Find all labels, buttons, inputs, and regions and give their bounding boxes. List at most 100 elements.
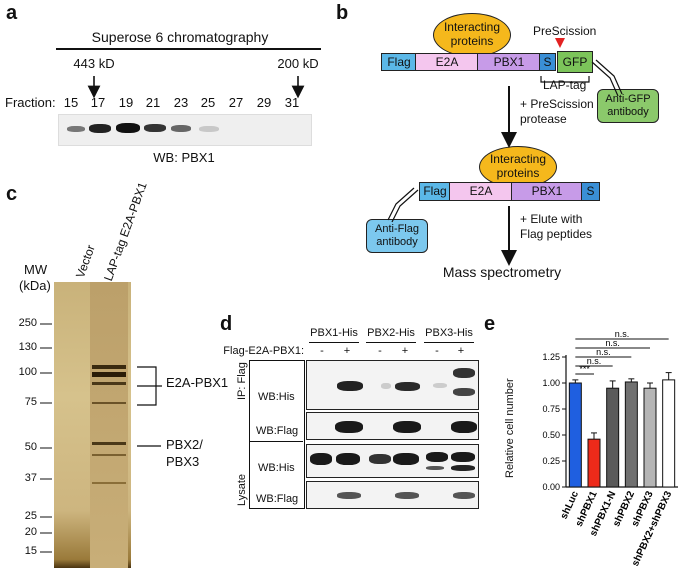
- significance-label: n.s.: [596, 347, 611, 357]
- anti-gfp-line1: Anti-GFP: [605, 93, 651, 105]
- mw-15: 15: [24, 545, 37, 557]
- sign-6: +: [457, 345, 465, 357]
- row-ip-his: WB:His: [258, 391, 295, 403]
- blot-ip-his: [306, 360, 479, 410]
- panel-label-b: b: [336, 2, 349, 24]
- significance-label: n.s.: [615, 329, 630, 339]
- significance-label: n.s.: [587, 356, 602, 366]
- interacting-proteins-oval-bottom: Interacting proteins: [479, 146, 557, 188]
- row-ip-flag: WB:Flag: [256, 425, 299, 437]
- tag-s-bottom: S: [581, 182, 600, 201]
- anti-flag-line2: antibody: [376, 236, 418, 248]
- bar-shPBX1-N: [606, 387, 620, 488]
- chromatography-title: Superose 6 chromatography: [91, 29, 269, 45]
- panel-label-a: a: [6, 2, 18, 24]
- oval-bottom-line2: proteins: [496, 166, 540, 180]
- mw-25: 25: [24, 510, 37, 522]
- mw-130: 130: [18, 341, 37, 353]
- fraction-21: 21: [145, 95, 161, 110]
- bar-shLuc: [568, 382, 582, 488]
- blot-ip-flag: [306, 412, 479, 440]
- fraction-15: 15: [63, 95, 79, 110]
- bar-chart: 0.000.250.500.751.001.25shLucshPBX1shPBX…: [542, 329, 678, 568]
- bar-shPBX3: [643, 387, 657, 488]
- row-label-frame: [249, 360, 305, 509]
- bar-shPBX2+shPBX3: [662, 379, 676, 488]
- mw-label: MW: [24, 262, 48, 277]
- oval-bottom-line1: Interacting: [489, 152, 547, 166]
- title-rule: [56, 48, 321, 50]
- marker-443kd: 443 kD: [73, 56, 115, 71]
- e2a-pbx1-bracket: [137, 366, 162, 406]
- step2-line1: + Elute with: [520, 212, 583, 226]
- mw-250: 250: [18, 317, 37, 329]
- step2-line2: Flag peptides: [520, 227, 593, 241]
- col-rule-1: [309, 342, 359, 343]
- row-lys-flag: WB:Flag: [256, 493, 299, 505]
- flag-e2a-pbx1-label: Flag-E2A-PBX1:: [223, 345, 304, 357]
- fraction-17: 17: [90, 95, 106, 110]
- panel-label-e: e: [484, 313, 496, 335]
- fraction-19: 19: [118, 95, 134, 110]
- anti-flag-line1: Anti-Flag: [374, 223, 420, 235]
- prescission-label: PreScission: [533, 24, 597, 38]
- mass-spec-label: Mass spectrometry: [442, 264, 562, 280]
- silver-stain-gel: [54, 282, 131, 568]
- mw-100: 100: [18, 366, 37, 378]
- prescission-arrow-icon: [555, 38, 565, 48]
- y-tick-label: 0.50: [542, 430, 560, 440]
- sign-2: +: [343, 345, 351, 357]
- anti-gfp-antibody-icon: [591, 59, 623, 97]
- bar-shPBX2: [624, 381, 638, 488]
- step1-line1: + PreScission: [520, 97, 594, 111]
- col-pbx2-his: PBX2-His: [367, 327, 415, 339]
- pbx1-blot: [58, 114, 312, 146]
- fraction-31: 31: [284, 95, 300, 110]
- wb-pbx1-label: WB: PBX1: [153, 150, 215, 165]
- row-label-divider: [249, 441, 303, 442]
- anti-gfp-line2: antibody: [607, 106, 649, 118]
- sign-5: -: [435, 345, 439, 357]
- y-tick-label: 0.00: [542, 482, 560, 492]
- anti-flag-antibody-icon: [387, 187, 419, 223]
- panel-label-c: c: [6, 183, 18, 205]
- col-rule-2: [366, 342, 416, 343]
- anti-gfp-antibody-box: Anti-GFP antibody: [597, 89, 659, 123]
- blot-lys-flag: [306, 481, 479, 509]
- y-tick-label: 0.25: [542, 456, 560, 466]
- col-rule-3: [424, 342, 474, 343]
- mw-50: 50: [24, 441, 37, 453]
- significance-label: ***: [579, 364, 590, 374]
- kda-label: (kDa): [19, 278, 51, 293]
- tag-s-top: S: [539, 53, 556, 71]
- fraction-27: 27: [228, 95, 244, 110]
- sign-4: +: [401, 345, 409, 357]
- mw-37: 37: [24, 472, 37, 484]
- pbx23-annotation-line2: PBX3: [166, 454, 200, 469]
- lap-tag-bracket: [540, 76, 590, 83]
- oval-top-line1: Interacting: [443, 20, 501, 34]
- y-tick-label: 0.75: [542, 404, 560, 414]
- col-pbx3-his: PBX3-His: [425, 327, 473, 339]
- row-lys-his: WB:His: [258, 462, 295, 474]
- mw-75: 75: [24, 396, 37, 408]
- interacting-proteins-oval-top: Interacting proteins: [433, 13, 511, 57]
- fraction-label: Fraction:: [5, 95, 56, 110]
- fraction-29: 29: [256, 95, 272, 110]
- anti-flag-antibody-box: Anti-Flag antibody: [366, 219, 428, 253]
- fraction-23: 23: [173, 95, 189, 110]
- blot-lys-his: [306, 444, 479, 478]
- tag-e2a-bottom: E2A: [449, 182, 513, 201]
- significance-label: n.s.: [605, 338, 620, 348]
- pbx23-annotation-line1: PBX2/: [166, 437, 203, 452]
- marker-200kd: 200 kD: [277, 56, 319, 71]
- sign-3: -: [378, 345, 382, 357]
- oval-top-line2: proteins: [450, 34, 494, 48]
- e2a-pbx1-annotation: E2A-PBX1: [166, 375, 229, 390]
- col-pbx1-his: PBX1-His: [310, 327, 358, 339]
- y-tick-label: 1.00: [542, 378, 560, 388]
- fraction-25: 25: [200, 95, 216, 110]
- y-tick-label: 1.25: [542, 352, 560, 362]
- panel-label-d: d: [220, 313, 233, 335]
